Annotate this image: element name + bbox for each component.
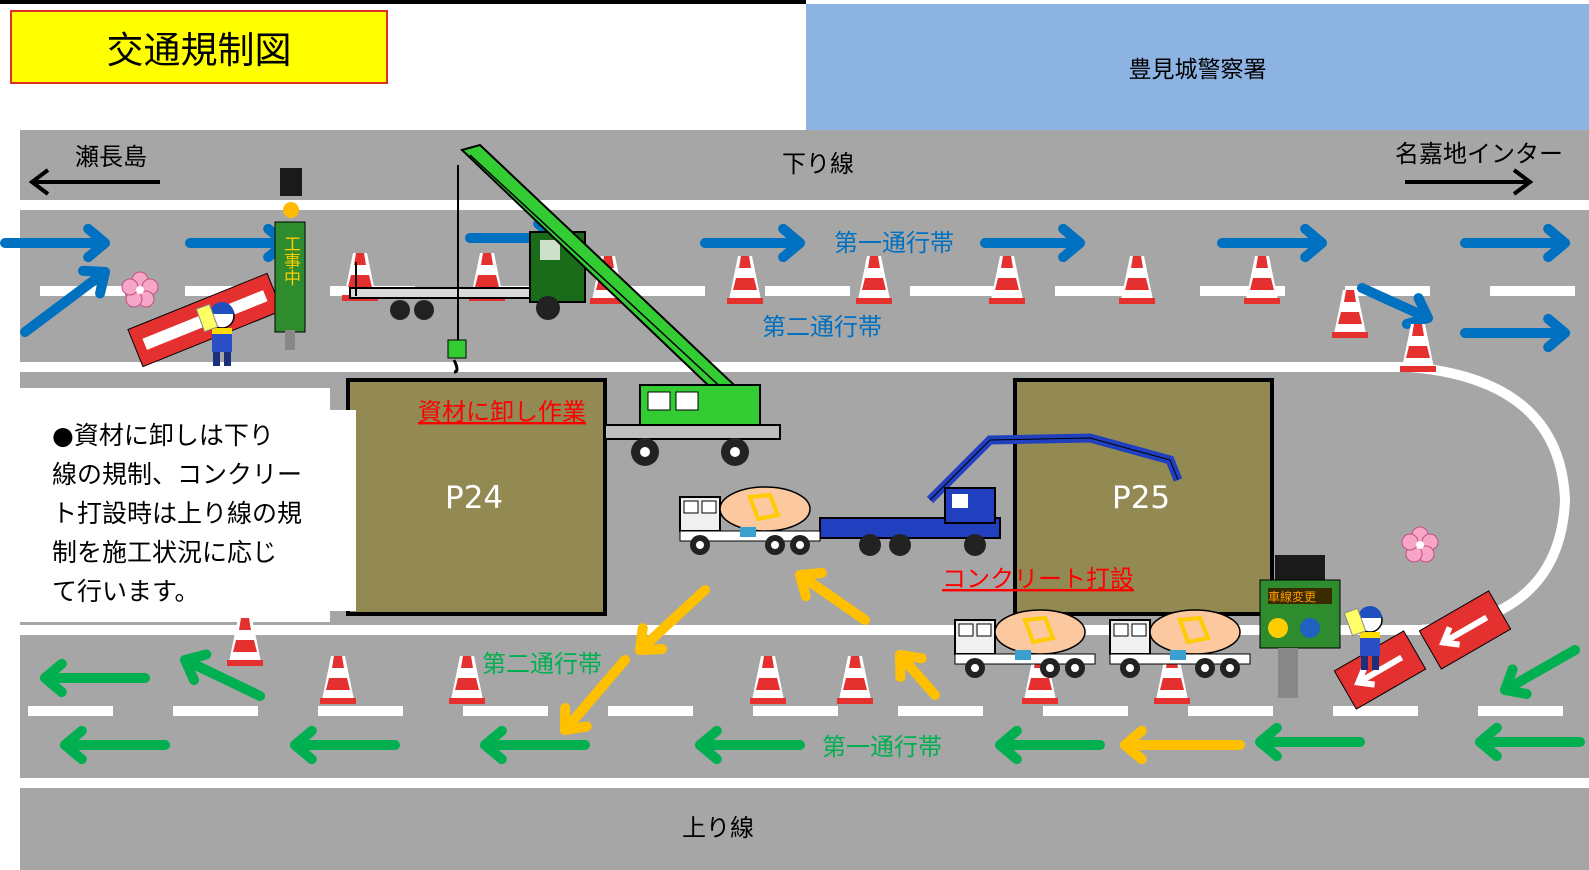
lane-label-lower-second: 第二通行帯: [482, 650, 602, 678]
green-arrow: [1500, 645, 1580, 699]
lane-dash: [608, 706, 693, 716]
lane-dash: [1043, 706, 1128, 716]
pier-p25: [1013, 378, 1274, 616]
lane-dash: [1055, 286, 1140, 296]
page-title: 交通規制図: [106, 29, 292, 72]
note-line: て行います。: [52, 577, 200, 606]
yellow-arrow: [1120, 725, 1245, 765]
green-arrow: [60, 725, 170, 765]
blue-arrow: [1460, 223, 1570, 263]
blue-arrow: [1357, 283, 1433, 329]
green-arrow: [180, 649, 265, 701]
yellow-truck-arrows: [560, 567, 1245, 765]
direction-label-left: 瀬長島: [75, 143, 147, 171]
top-border-line: [0, 0, 806, 4]
pier-p24: [346, 378, 607, 616]
down-line-label: 下り線: [782, 150, 854, 178]
green-arrow: [40, 658, 150, 698]
lane-dash: [898, 706, 983, 716]
lane-dash: [753, 706, 838, 716]
road-edge-line: [20, 625, 1420, 635]
yellow-arrow: [895, 650, 940, 700]
green-arrow: [695, 725, 805, 765]
police-station-label: 豊見城警察署: [1128, 57, 1267, 83]
road-edge-line: [20, 778, 1589, 788]
note-text-block: ●資材に卸しは下り 線の規制、コンクリー ト打設時は上り線の規 制を施工状況に応…: [48, 410, 356, 611]
title-box: 交通規制図: [10, 10, 388, 84]
blue-arrow: [980, 223, 1085, 263]
lane-dash: [28, 706, 113, 716]
lane-dash: [1478, 706, 1563, 716]
note-line: 線の規制、コンクリー: [52, 460, 303, 489]
lane-dash: [1345, 286, 1430, 296]
blue-arrow: [20, 265, 110, 337]
note-line: 制を施工状況に応じ: [52, 538, 278, 567]
lane-dash: [1200, 286, 1285, 296]
yellow-arrow: [795, 567, 870, 625]
green-arrow: [995, 725, 1105, 765]
arrow-board-right-2: [1418, 590, 1512, 670]
blue-arrow: [1217, 223, 1327, 263]
lane-change-sign-board: [1259, 555, 1341, 698]
work-label-unloading: 資材に卸し作業: [418, 398, 586, 426]
blue-arrow: [1460, 313, 1570, 353]
note-line: ●資材に卸しは下り: [52, 421, 274, 450]
police-station-box: 豊見城警察署: [806, 4, 1589, 130]
lane-dash: [1333, 706, 1418, 716]
green-arrow: [1475, 722, 1585, 762]
green-arrow: [480, 725, 590, 765]
construction-board-text: 工事中: [280, 235, 301, 286]
concrete-pump-truck: [819, 433, 1183, 556]
blue-arrow: [700, 223, 805, 263]
blue-arrow: [0, 223, 110, 263]
note-line: ト打設時は上り線の規: [52, 499, 303, 528]
lane-change-board-text: 車線変更: [1268, 589, 1316, 604]
crane-truck: [447, 143, 781, 466]
direction-arrow-left: [28, 168, 160, 196]
green-traffic-arrows: [40, 645, 1585, 765]
lane-label-lower-first: 第一通行帯: [822, 733, 942, 761]
lane-dash-line-lower: [28, 706, 1563, 716]
lane-label-upper-second: 第二通行帯: [762, 313, 882, 341]
lane-label-upper-first: 第一通行帯: [834, 229, 954, 257]
direction-label-right: 名嘉地インター: [1395, 140, 1563, 168]
work-label-concrete: コンクリート打設: [942, 565, 1134, 593]
green-arrow: [290, 725, 400, 765]
green-arrow: [1255, 722, 1365, 762]
direction-arrow-right: [1405, 168, 1534, 196]
lane-dash: [1490, 286, 1575, 296]
yellow-arrow: [560, 655, 630, 735]
lane-dash: [173, 706, 258, 716]
pier-label-p24: P24: [445, 480, 503, 516]
up-line-label: 上り線: [682, 814, 754, 842]
lane-dash: [620, 286, 705, 296]
lane-dash: [1188, 706, 1273, 716]
lane-dash: [910, 286, 995, 296]
lane-dash: [318, 706, 403, 716]
construction-sign-board: [274, 168, 306, 350]
road-edge-line: [20, 362, 1420, 372]
road-edge-line: [20, 200, 1589, 210]
pier-label-p25: P25: [1112, 480, 1170, 516]
lane-dash: [765, 286, 850, 296]
yellow-arrow: [635, 585, 710, 655]
arrow-board-right-1: [1333, 630, 1427, 710]
lane-dash: [463, 706, 548, 716]
